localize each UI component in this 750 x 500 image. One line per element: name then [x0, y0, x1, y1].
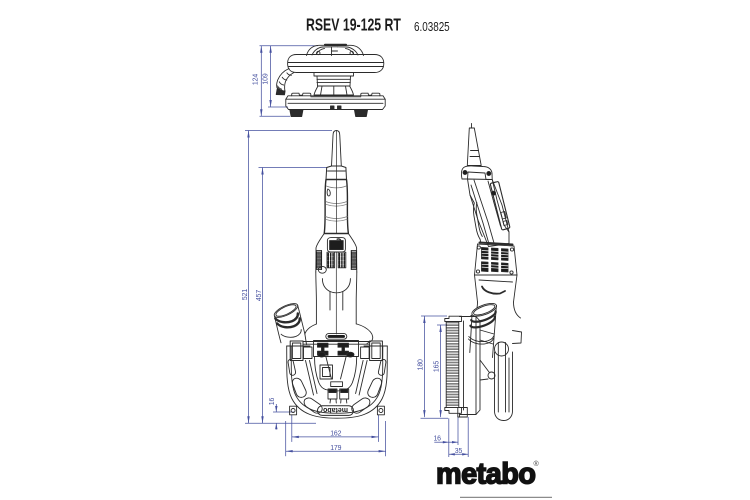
svg-text:16: 16	[433, 436, 441, 443]
svg-text:35: 35	[455, 448, 463, 455]
svg-text:124: 124	[253, 74, 260, 85]
svg-text:180: 180	[418, 359, 425, 370]
svg-text:6.03825: 6.03825	[414, 21, 450, 35]
svg-text:16: 16	[269, 398, 276, 406]
svg-text:521: 521	[242, 289, 249, 300]
svg-text:162: 162	[330, 431, 341, 438]
svg-text:®: ®	[534, 460, 540, 468]
svg-text:RSEV 19-125 RT: RSEV 19-125 RT	[306, 15, 401, 35]
svg-text:metabo: metabo	[323, 406, 348, 413]
svg-text:179: 179	[330, 445, 341, 452]
svg-text:457: 457	[256, 290, 263, 301]
svg-text:165: 165	[433, 361, 440, 372]
svg-text:109: 109	[262, 73, 269, 84]
svg-text:metabo: metabo	[436, 457, 535, 491]
